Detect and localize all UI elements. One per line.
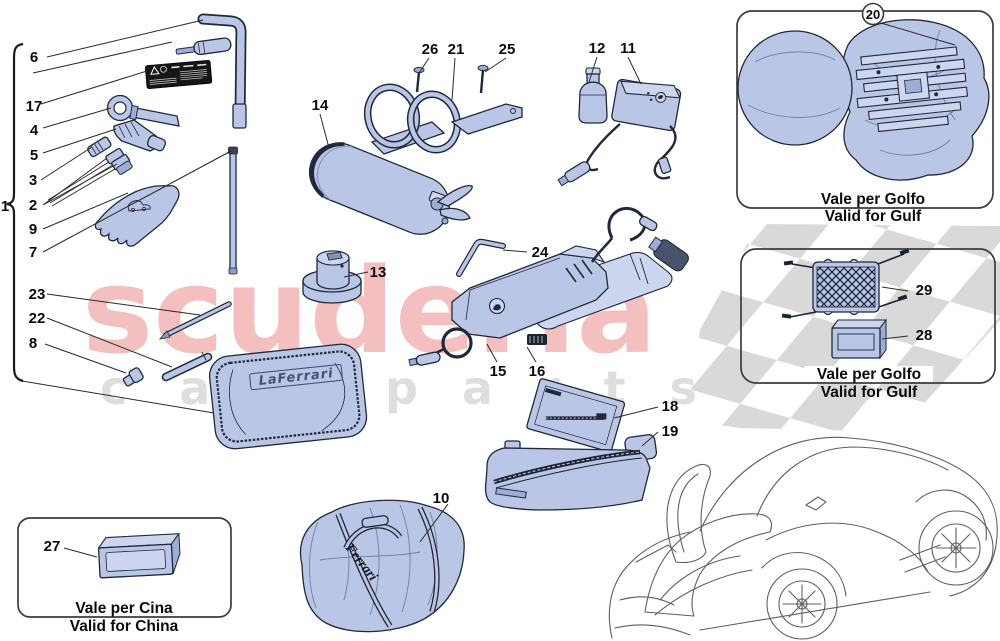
- callout-20-circle: [861, 2, 885, 26]
- callout-7: 7: [29, 244, 37, 261]
- part-8-adapter: [122, 367, 144, 387]
- gulf-right-caption-it: Vale per Golfo: [817, 366, 921, 383]
- leader-lines: [6, 19, 956, 558]
- part-5-adapter: [113, 119, 167, 152]
- part-14-fire-extinguisher: [309, 142, 473, 235]
- part-6-screwdriver: [175, 37, 232, 56]
- callout-28: 28: [916, 327, 933, 344]
- china-caption-en: Valid for China: [70, 618, 179, 635]
- part-10-bag: Ferrari: [299, 499, 465, 633]
- part-17-warning-sticker: [144, 59, 213, 89]
- part-7-rod: [228, 146, 238, 275]
- part-12-sealant-bottle: [578, 67, 608, 124]
- callout-29: 29: [916, 282, 933, 299]
- callout-26: 26: [422, 41, 439, 58]
- part-9-glove: [94, 185, 180, 247]
- gulf-right-caption-en: Valid for Gulf: [821, 384, 918, 401]
- part-28-box: [830, 318, 888, 360]
- china-caption-it: Vale per Cina: [75, 600, 173, 617]
- callout-6: 6: [30, 49, 38, 66]
- part-21-bracket: [363, 83, 523, 155]
- part-2-pins: [47, 147, 133, 207]
- callout-8: 8: [29, 335, 37, 352]
- part-29-cargo-net: [781, 248, 910, 319]
- callout-3: 3: [29, 172, 37, 189]
- callout-16: 16: [529, 363, 546, 380]
- gulf-top-caption-it: Vale per Golfo: [821, 191, 925, 208]
- group-1-bracket: [6, 42, 24, 383]
- callout-2: 2: [29, 197, 37, 214]
- part-20-cover-bag: [737, 19, 990, 181]
- callout-17: 17: [26, 98, 43, 115]
- callout-5: 5: [30, 147, 38, 164]
- part-18-booklet: [526, 378, 626, 453]
- part-23-rod: [158, 301, 232, 340]
- vehicle-outline: [608, 436, 998, 640]
- callout-9: 9: [29, 221, 37, 238]
- callout-23: 23: [29, 286, 46, 303]
- gulf-box-right: [740, 248, 996, 384]
- part-6-wheel-wrench: [197, 13, 247, 129]
- part-tool-pouch: LaFerrari: [208, 343, 368, 450]
- callout-14: 14: [312, 97, 329, 114]
- callout-21: 21: [448, 41, 465, 58]
- callout-19: 19: [662, 423, 679, 440]
- gulf-top-caption-en: Valid for Gulf: [825, 208, 922, 225]
- part-13-socket: [302, 250, 362, 304]
- callout-20: 20: [866, 7, 880, 22]
- callout-13: 13: [370, 264, 387, 281]
- callout-18: 18: [662, 398, 679, 415]
- callout-10: 10: [433, 490, 450, 507]
- callout-1: 1: [1, 198, 9, 215]
- callout-12: 12: [589, 40, 606, 57]
- callout-22: 22: [29, 310, 46, 327]
- part-19-document-folder: [484, 434, 658, 511]
- callout-15: 15: [490, 363, 507, 380]
- callout-4: 4: [30, 122, 39, 139]
- part-3-bit: [87, 136, 112, 158]
- captions: Vale per Golfo Valid for Gulf Vale per G…: [70, 2, 934, 635]
- callout-27: 27: [44, 538, 61, 555]
- part-11-compressor: [557, 78, 682, 187]
- part-4-tow-hook: [106, 94, 180, 127]
- china-box: [17, 517, 232, 618]
- parts-layer: LaFerrari: [47, 13, 990, 633]
- callout-24: 24: [532, 244, 549, 261]
- callout-25: 25: [499, 41, 516, 58]
- part-22-extension: [161, 351, 213, 382]
- part-25-screw: [477, 64, 489, 94]
- part-15-repair-kit: [408, 207, 689, 367]
- part-24-hex-key: [456, 238, 506, 277]
- part-26-screw: [413, 66, 425, 93]
- callout-11: 11: [620, 40, 636, 57]
- part-27-plate: [97, 532, 181, 579]
